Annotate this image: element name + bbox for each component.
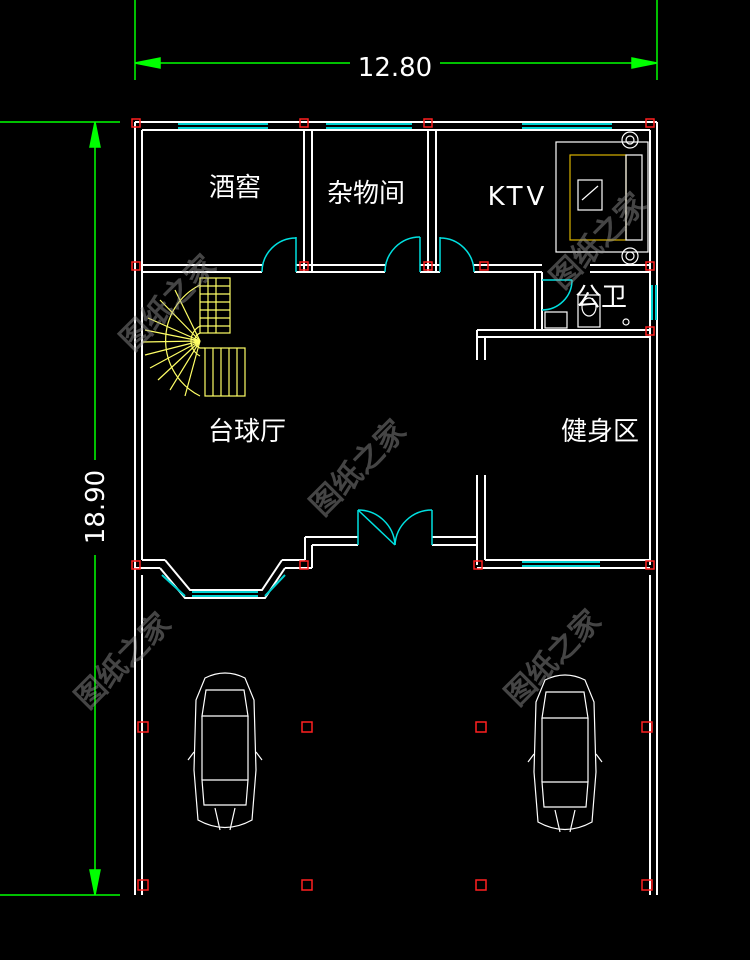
walls bbox=[134, 121, 658, 895]
windows bbox=[161, 123, 657, 597]
dimension-lines bbox=[0, 0, 658, 896]
width-dimension-label: 12.80 bbox=[358, 53, 432, 83]
spiral-staircase bbox=[142, 277, 246, 397]
structural-columns bbox=[131, 118, 655, 891]
watermark: 图纸之家 bbox=[68, 606, 178, 716]
car-left bbox=[187, 672, 263, 831]
watermark: 图纸之家 bbox=[303, 413, 413, 523]
ktv-sofa-set bbox=[555, 131, 649, 265]
doors bbox=[261, 236, 573, 546]
bathroom-fixtures bbox=[544, 294, 630, 329]
room-label-billiards: 台球厅 bbox=[208, 417, 286, 447]
room-label-bathroom: 公卫 bbox=[575, 283, 627, 313]
room-label-ktv: KTV bbox=[488, 182, 549, 212]
height-dimension-label: 18.90 bbox=[81, 470, 111, 544]
room-label-storage: 杂物间 bbox=[327, 179, 405, 209]
watermark: 图纸之家 bbox=[543, 186, 653, 296]
car-right bbox=[527, 674, 603, 833]
room-label-gym: 健身区 bbox=[561, 417, 639, 447]
room-label-wine-cellar: 酒窖 bbox=[209, 173, 261, 203]
